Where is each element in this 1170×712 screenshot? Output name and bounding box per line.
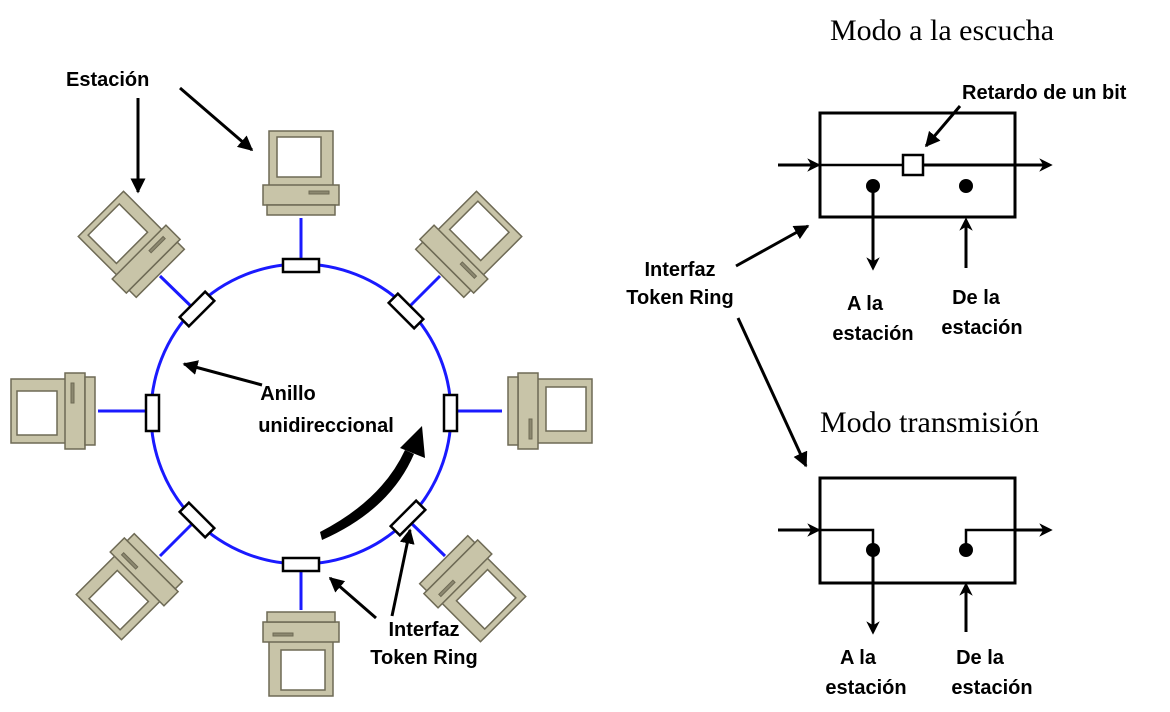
to-station-label: A la — [847, 293, 884, 315]
ring-interface — [144, 393, 161, 433]
side-interface-callout: Interfaz Token Ring — [626, 224, 810, 468]
station-computer — [507, 372, 593, 450]
ring-interface — [388, 498, 428, 538]
station-computer — [10, 372, 96, 450]
station-computer — [262, 130, 340, 216]
ring-label: unidireccional — [258, 415, 394, 437]
side-interface-label: Token Ring — [626, 287, 733, 309]
from-station-label: estación — [951, 677, 1032, 699]
from-station-label: De la — [956, 647, 1005, 669]
ring-label-arrow — [182, 360, 263, 387]
ring-wire-in — [818, 528, 875, 550]
listen-mode-panel: Modo a la escucha Retardo de un bit A la… — [778, 14, 1127, 345]
transmit-mode-title: Modo transmisión — [820, 406, 1039, 439]
ring-wire-out — [964, 528, 1016, 550]
side-interface-arrow — [736, 317, 808, 468]
ring-interface — [281, 556, 321, 573]
to-station-label: estación — [832, 323, 913, 345]
to-station-label: A la — [840, 647, 877, 669]
interface-label: Token Ring — [370, 647, 477, 669]
ring-interface — [386, 291, 426, 331]
station-computer — [262, 611, 340, 697]
station-arrow — [179, 86, 254, 152]
ring-interface — [177, 500, 217, 540]
ring-direction-arrow — [320, 450, 414, 540]
ring-topology: Estación Anillo unidireccional Interfaz … — [10, 69, 593, 697]
ring-interface — [281, 257, 321, 274]
delay-label: Retardo de un bit — [962, 82, 1127, 104]
to-station-label: estación — [825, 677, 906, 699]
bit-delay-box — [901, 153, 925, 177]
from-station-label: estación — [941, 317, 1022, 339]
station-computer — [75, 532, 184, 641]
ring-label: Anillo — [260, 383, 316, 405]
station-label: Estación — [66, 69, 149, 91]
interface-arrow — [390, 528, 415, 617]
listen-mode-title: Modo a la escucha — [830, 14, 1054, 47]
from-station-label: De la — [952, 287, 1001, 309]
station-computer — [418, 534, 527, 643]
tap-point — [959, 179, 973, 193]
station-computer — [414, 190, 523, 299]
interface-arrow — [328, 576, 377, 620]
ring-interface — [177, 289, 217, 329]
side-interface-label: Interfaz — [644, 259, 715, 281]
side-interface-arrow — [735, 224, 810, 268]
transmit-mode-panel: Modo transmisión A la estación De la est… — [778, 406, 1053, 699]
station-link — [405, 517, 447, 558]
station-computer — [77, 190, 186, 299]
ring-interface — [442, 393, 459, 433]
interface-label: Interfaz — [388, 619, 459, 641]
